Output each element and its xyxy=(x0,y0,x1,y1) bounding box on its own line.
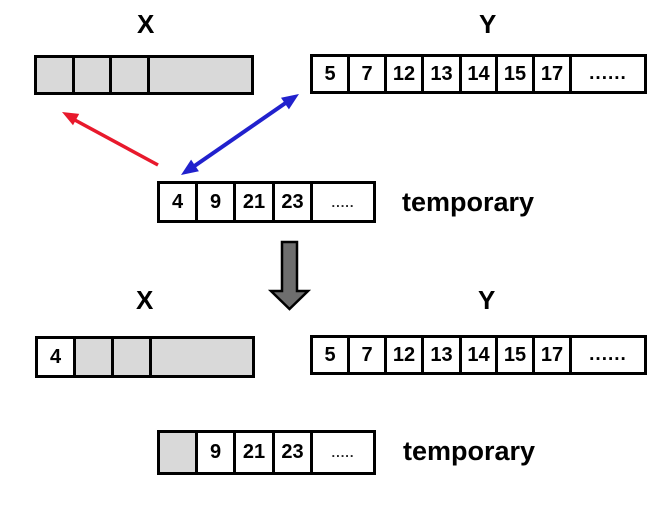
top-y-cell-5: 15 xyxy=(495,54,535,94)
top-x-label: X xyxy=(137,9,155,39)
blue-arrowhead-bottom-icon xyxy=(181,159,199,175)
top-x-cell-2 xyxy=(109,55,150,95)
top-y-cell-7: ...... xyxy=(569,54,647,94)
bottom-x-cell-2 xyxy=(111,336,152,378)
bottom-y-cell-5: 15 xyxy=(495,335,535,375)
top-temp-cell-2: 21 xyxy=(233,181,275,223)
bottom-x-cell-0: 4 xyxy=(35,336,76,378)
bottom-y-array: 5 7 12 13 14 15 17 ...... xyxy=(310,335,647,375)
bottom-x-array: 4 xyxy=(35,336,255,378)
bottom-temp-cell-2: 21 xyxy=(233,430,275,475)
top-temp-cell-3: 23 xyxy=(272,181,313,223)
bottom-temporary-array: 9 21 23 ..... xyxy=(157,430,376,475)
top-y-cell-6: 17 xyxy=(532,54,572,94)
top-y-cell-2: 12 xyxy=(384,54,424,94)
top-x-array xyxy=(34,55,254,95)
bottom-temporary-label: temporary xyxy=(403,436,536,466)
top-temp-cell-4: ..... xyxy=(310,181,376,223)
bottom-y-cell-1: 7 xyxy=(347,335,387,375)
top-temp-cell-0: 4 xyxy=(157,181,198,223)
bottom-x-cell-3 xyxy=(149,336,255,378)
red-arrow-line xyxy=(72,117,159,167)
bottom-x-cell-1 xyxy=(73,336,114,378)
top-temp-cell-1: 9 xyxy=(195,181,236,223)
top-y-cell-1: 7 xyxy=(347,54,387,94)
bottom-y-cell-0: 5 xyxy=(310,335,350,375)
bottom-x-label: X xyxy=(136,285,154,315)
top-x-cell-0 xyxy=(34,55,75,95)
top-y-cell-3: 13 xyxy=(421,54,462,94)
top-y-label: Y xyxy=(479,9,497,39)
bottom-y-cell-7: ...... xyxy=(569,335,647,375)
blue-arrowhead-top-icon xyxy=(281,94,299,110)
red-arrow-temp-to-x xyxy=(62,112,159,167)
bottom-y-cell-6: 17 xyxy=(532,335,572,375)
bottom-temp-cell-1: 9 xyxy=(195,430,236,475)
bottom-y-label: Y xyxy=(478,285,496,315)
bottom-temp-cell-3: 23 xyxy=(272,430,313,475)
top-x-cell-1 xyxy=(72,55,112,95)
top-y-array: 5 7 12 13 14 15 17 ...... xyxy=(310,54,647,94)
top-y-cell-4: 14 xyxy=(459,54,498,94)
top-x-cell-3 xyxy=(147,55,254,95)
red-arrowhead-icon xyxy=(62,112,80,126)
bottom-y-cell-4: 14 xyxy=(459,335,498,375)
top-temporary-array: 4 9 21 23 ..... xyxy=(157,181,376,223)
down-block-arrow-icon xyxy=(267,240,312,311)
bottom-temp-cell-4: ..... xyxy=(310,430,376,475)
bottom-y-cell-3: 13 xyxy=(421,335,462,375)
top-y-cell-0: 5 xyxy=(310,54,350,94)
bottom-y-cell-2: 12 xyxy=(384,335,424,375)
bottom-temp-cell-0 xyxy=(157,430,198,475)
top-temporary-label: temporary xyxy=(402,187,535,217)
blue-arrow-temp-to-y xyxy=(181,94,299,175)
blue-arrow-line xyxy=(191,100,289,169)
